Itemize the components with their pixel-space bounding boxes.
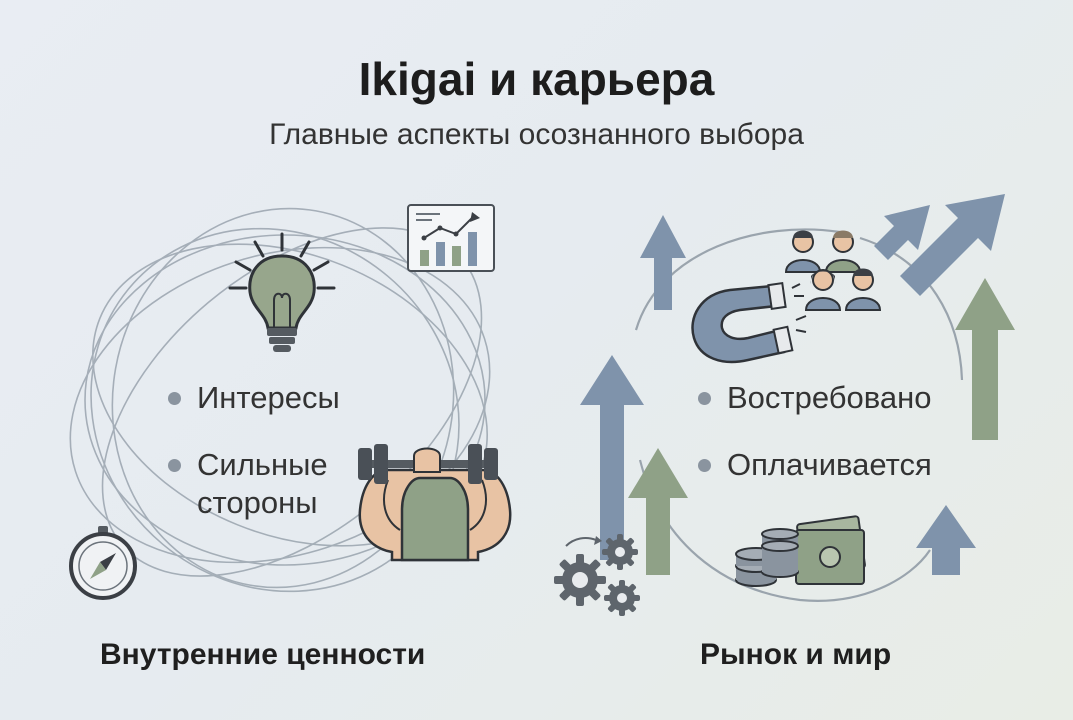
people-group-icon [784,230,882,311]
bullet-strengths: Сильные стороны [168,446,328,522]
gears-icon [554,534,640,616]
bullet-dot [168,392,181,405]
page-subtitle: Главные аспекты осознанного выбора [269,118,804,151]
bullet-dot [168,459,181,472]
lightbulb-icon [228,232,336,352]
growth-arrows [580,194,1015,575]
bullet-in-demand: Востребовано [698,379,931,417]
bullet-paid: Оплачивается [698,446,932,484]
bullet-interests: Интересы [168,379,340,417]
bullet-dot [698,392,711,405]
bullet-text: Востребовано [727,380,932,415]
bullet-dot [698,459,711,472]
section-label-market-world: Рынок и мир [700,638,892,671]
compass-icon [69,526,137,600]
section-label-inner-values: Внутренние ценности [100,638,426,671]
money-cash-icon [735,515,866,587]
bullet-text: Сильные стороны [197,447,328,520]
bullet-text: Оплачивается [727,447,932,482]
strength-dumbbell-icon [358,444,512,562]
page-title: Ikigai и карьера [358,53,715,105]
magnet-icon [691,282,807,364]
bullet-text: Интересы [197,380,340,415]
growth-chart-icon [407,204,495,272]
